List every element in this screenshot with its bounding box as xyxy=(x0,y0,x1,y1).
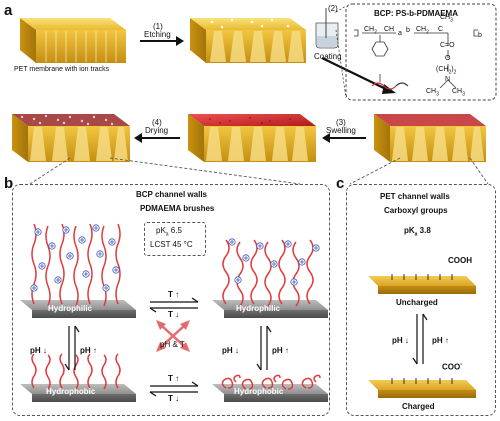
bcp-chain-icon xyxy=(371,74,409,90)
step2-label: Coating xyxy=(314,52,342,61)
step1-number: (1) xyxy=(153,22,163,31)
t-down-bottom: T ↓ xyxy=(168,394,180,403)
brushes-coiled-right xyxy=(221,374,321,390)
coo-label: COO- xyxy=(442,362,463,372)
t-arrows-top xyxy=(149,297,199,313)
ph-arrows-left xyxy=(64,325,80,371)
bcp-title: BCP: PS-b-PDMAEMA xyxy=(374,9,458,18)
bcp-structure-box xyxy=(345,3,497,101)
hydrophobic-label-right: Hydrophobic xyxy=(234,387,284,396)
bcp-c: C xyxy=(438,26,444,33)
brushes-extended-left xyxy=(31,223,121,307)
surface-hydrophilic-right xyxy=(212,300,328,318)
arrow-step-2 xyxy=(321,57,396,94)
brushes-right xyxy=(222,239,314,307)
bcp-o: O xyxy=(445,55,451,62)
panel-c-subtitle: Carboxyl groups xyxy=(384,206,448,215)
t-down-top: T ↓ xyxy=(168,310,180,319)
bcp-ch2x2: (CH2)2 xyxy=(436,66,457,76)
pka-b: pKa 6.5 xyxy=(156,226,182,238)
ph-up-left: pH ↑ xyxy=(80,346,97,355)
step1-label: Etching xyxy=(144,30,171,39)
step2-number: (2) xyxy=(328,4,338,13)
charged-label: Charged xyxy=(402,402,435,411)
slab-uncharged xyxy=(368,274,476,294)
ph-down-c: pH ↓ xyxy=(392,336,409,345)
membrane-pristine xyxy=(20,18,126,63)
hydrophobic-label-left: Hydrophobic xyxy=(46,387,96,396)
bcp-chemical-structure xyxy=(354,29,478,89)
uncharged-label: Uncharged xyxy=(396,298,438,307)
panel-b-subtitle: PDMAEMA brushes xyxy=(140,204,215,213)
bcp-ch2-right: CH2 xyxy=(416,26,429,36)
bcp-ch3-b: CH3 xyxy=(452,88,465,98)
bcp-b-sym: b xyxy=(406,27,410,34)
bcp-ch2-left: CH2 xyxy=(364,26,377,36)
ph-arrows-right xyxy=(256,325,272,371)
panel-b-title: BCP channel walls xyxy=(136,190,207,199)
cooh-label: COOH xyxy=(448,256,472,265)
bcp-b2-sub: b xyxy=(478,32,482,39)
arrow-step-3 xyxy=(322,133,366,143)
panel-c-title: PET channel walls xyxy=(380,192,450,201)
plus-signs-right xyxy=(230,240,318,284)
slab-charged xyxy=(368,378,476,398)
panel-letter-b: b xyxy=(4,175,14,192)
membrane-swollen xyxy=(188,114,316,162)
membrane-coated xyxy=(374,114,486,162)
hydrophilic-label-right: Hydrophilic xyxy=(236,304,281,313)
t-up-bottom: T ↑ xyxy=(168,374,180,383)
bcp-n: N xyxy=(445,76,451,83)
surface-hydrophobic-right xyxy=(212,384,328,402)
membrane-label: PET membrane with ion tracks xyxy=(14,66,110,73)
panel-b-frame xyxy=(12,184,330,416)
arrow-step-1 xyxy=(140,36,184,46)
arrow-step-4 xyxy=(134,133,180,143)
step4-label: Drying xyxy=(145,126,169,135)
ph-up-c: pH ↑ xyxy=(432,336,449,345)
lcst-b: LCST 45 °C xyxy=(150,240,193,249)
bcp-co: C=O xyxy=(440,42,455,49)
bcp-ch3-top: CH3 xyxy=(440,14,453,24)
bcp-a-sub: a xyxy=(398,30,402,37)
panel-c-frame xyxy=(346,184,496,416)
bcp-ch: CH xyxy=(384,26,395,33)
ph-down-left: pH ↓ xyxy=(30,346,47,355)
plus-charges-right xyxy=(228,238,320,286)
ph-and-t-label: pH & T xyxy=(160,340,185,349)
ph-t-cross-arrows xyxy=(161,325,185,347)
ph-arrows-c xyxy=(412,313,428,365)
panel-b-graphic xyxy=(20,223,328,402)
ph-up-right: pH ↑ xyxy=(272,346,289,355)
ph-t-arrowheads xyxy=(156,320,190,352)
step3-label: Swelling xyxy=(326,126,356,135)
t-up-top: T ↑ xyxy=(168,290,180,299)
membrane-dried xyxy=(12,114,130,162)
ph-down-right: pH ↓ xyxy=(222,346,239,355)
bcp-ch3-a: CH3 xyxy=(426,88,439,98)
membrane-etched xyxy=(190,18,306,63)
panel-c-graphic xyxy=(368,274,476,398)
pka-c: pKa 3.8 xyxy=(404,226,431,238)
step3-number: (3) xyxy=(336,118,346,127)
t-arrows-bottom xyxy=(149,381,199,397)
brushes-collapsed-left xyxy=(31,353,121,390)
panel-a-graphic xyxy=(12,3,497,185)
step4-number: (4) xyxy=(152,118,162,127)
coating-beaker xyxy=(315,8,339,49)
panel-letter-c: c xyxy=(336,175,345,192)
panel-letter-a: a xyxy=(4,2,13,19)
hydrophilic-label-left: Hydrophilic xyxy=(48,304,93,313)
pka-lcst-box xyxy=(144,222,206,256)
plus-signs-left xyxy=(32,226,118,290)
